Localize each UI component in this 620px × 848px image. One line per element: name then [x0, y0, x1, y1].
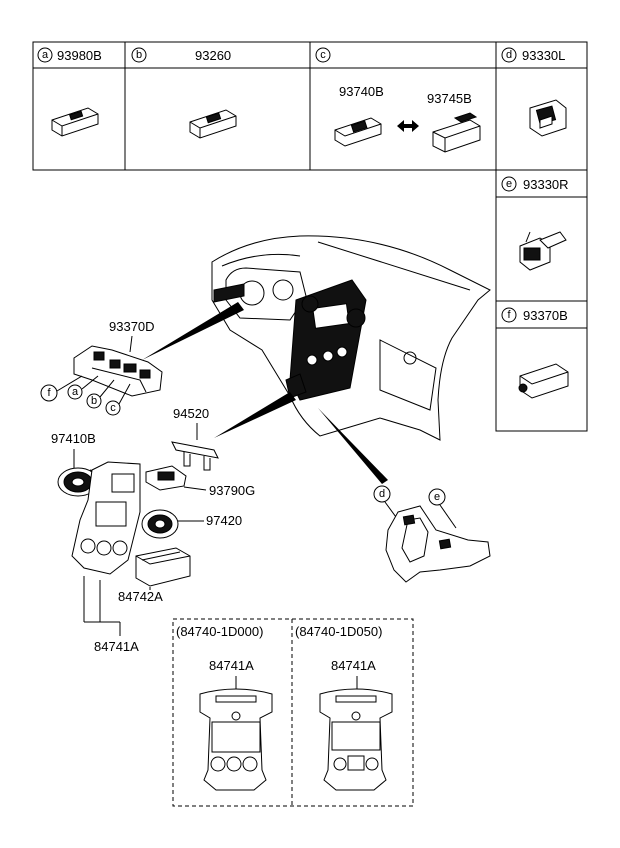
- connector-93790G: [145, 465, 187, 491]
- variant-box: [172, 618, 414, 807]
- part-97420-label: 97420: [206, 513, 242, 528]
- console-trim-image: [385, 505, 491, 583]
- switch-93980B-image: [51, 107, 99, 137]
- variant-1-fascia-image: [199, 688, 273, 791]
- part-93980B-label: 93980B: [57, 48, 102, 63]
- switch-93745B-image: [432, 112, 481, 153]
- part-84742A-label: 84742A: [118, 589, 163, 604]
- callout-f-circle: [501, 307, 517, 323]
- callout-d-letter: d: [506, 49, 512, 61]
- callout-f-marker-letter: f: [47, 387, 51, 399]
- part-93370D-label: 93370D: [109, 319, 155, 334]
- callout-f-letter: f: [507, 309, 511, 321]
- callout-a-marker-letter: a: [72, 386, 79, 398]
- leader-wedges: [142, 302, 388, 484]
- callout-f-marker: [40, 384, 58, 402]
- dashboard-illustration: [211, 235, 491, 441]
- callout-e-marker-letter: e: [434, 491, 440, 503]
- switch-93330R-image: [519, 231, 567, 271]
- air-vent-97420: [141, 509, 179, 539]
- callout-e-marker: [428, 488, 446, 506]
- variant-2-fascia-image: [319, 688, 393, 791]
- callout-a-marker: [67, 384, 83, 400]
- side-parts-table: e 93330R f 93370B: [495, 169, 588, 432]
- callout-b-marker: [86, 393, 102, 409]
- callout-b-circle: [131, 47, 147, 63]
- top-parts-table: a 93980B b 93260 c 93740B 93745B: [32, 41, 588, 171]
- variant-2-code: (84740-1D050): [295, 624, 382, 639]
- center-fascia-84741A: [71, 461, 141, 575]
- part-93745B-label: 93745B: [427, 91, 472, 106]
- switch-93740B-image: [334, 117, 382, 147]
- air-vent-97410B: [57, 467, 105, 497]
- part-94520-label: 94520: [173, 406, 209, 421]
- switch-panel-93370D: [73, 345, 163, 397]
- callout-d-marker: [373, 485, 391, 503]
- switch-93260-image: [189, 109, 237, 139]
- callout-a-letter: a: [42, 49, 49, 61]
- bracket-94520: [171, 441, 219, 471]
- interchange-arrow-icon: [397, 120, 419, 132]
- switch-93330L-image: [529, 99, 567, 137]
- switch-93370B-image: [518, 363, 569, 399]
- callout-a-circle: [37, 47, 53, 63]
- part-93370B-label: 93370B: [523, 308, 568, 323]
- callout-c-circle: [315, 47, 331, 63]
- variant-1-code: (84740-1D000): [176, 624, 263, 639]
- part-93790G-label: 93790G: [209, 483, 255, 498]
- callout-c-marker: [105, 400, 121, 416]
- callout-c-marker-letter: c: [110, 402, 116, 414]
- variant-2-part-label: 84741A: [331, 658, 376, 673]
- callout-e-circle: [501, 176, 517, 192]
- part-93330L-label: 93330L: [522, 48, 565, 63]
- callout-b-letter: b: [136, 49, 142, 61]
- part-93260-label: 93260: [195, 48, 231, 63]
- callout-d-circle: [501, 47, 517, 63]
- variant-1-part-label: 84741A: [209, 658, 254, 673]
- callout-e-letter: e: [506, 178, 512, 190]
- callout-c-letter: c: [320, 49, 326, 61]
- part-93330R-label: 93330R: [523, 177, 569, 192]
- part-97410B-label: 97410B: [51, 431, 96, 446]
- callout-d-marker-letter: d: [379, 488, 385, 500]
- part-93740B-label: 93740B: [339, 84, 384, 99]
- module-84742A: [135, 547, 191, 587]
- part-84741A-label: 84741A: [94, 639, 139, 654]
- callout-b-marker-letter: b: [91, 395, 97, 407]
